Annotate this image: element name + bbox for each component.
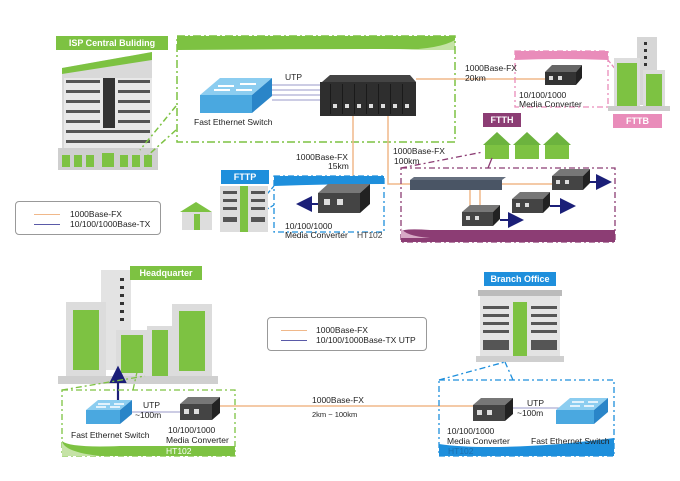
fttp-converter-model: HT102 <box>357 230 383 240</box>
isp-central-building-tag: ISP Central Buliding <box>56 36 168 50</box>
legend-fiber-swatch <box>34 214 60 215</box>
bottom-link-distance: 2km ~ 100km <box>312 410 358 419</box>
fttb-converter-line1: 10/100/1000 <box>519 90 567 100</box>
utp-lines <box>272 84 320 101</box>
fttb-tag: FTTB <box>613 114 662 128</box>
branch-office-tag: Branch Office <box>484 272 556 286</box>
isp-switch-icon <box>200 78 272 113</box>
branch-office-building-icon <box>476 290 564 362</box>
branch-box <box>438 361 615 457</box>
branch-converter-line1: 10/100/1000 <box>447 426 495 436</box>
legend-utp-swatch <box>34 224 60 225</box>
legend-fiber-label: 1000Base-FX <box>316 325 368 335</box>
isp-building-icon <box>58 52 158 170</box>
ftth-link-type: 1000Base-FX <box>393 146 445 156</box>
fttp-converter-line1: 10/100/1000 <box>285 221 333 231</box>
ftth-houses-icon <box>483 132 571 159</box>
fttb-box <box>514 50 621 108</box>
fttb-link-type: 1000Base-FX <box>465 63 517 73</box>
legend-utp-swatch <box>281 340 307 341</box>
isp-utp-label: UTP <box>285 72 302 82</box>
fttp-tag: FTTP <box>221 170 269 184</box>
fttp-converter-line2: Media Converter <box>285 230 348 240</box>
fttp-link-type: 1000Base-FX <box>296 152 348 162</box>
legend-fiber-swatch <box>281 330 307 331</box>
hq-converter-model: HT102 <box>166 446 192 456</box>
ftth-switch-icon <box>410 177 506 190</box>
branch-utp-distance: ~100m <box>517 408 544 418</box>
legend-bottom: 1000Base-FX 10/100/1000Base-TX UTP <box>267 317 427 351</box>
ftth-box <box>400 151 616 243</box>
ftth-tag: FTTH <box>483 113 521 127</box>
hq-converter-icon <box>180 397 220 420</box>
headquarter-tag: Headquarter <box>130 266 202 280</box>
branch-switch-icon <box>556 398 608 424</box>
isp-detail-box <box>139 35 456 159</box>
fttp-building-icon <box>180 186 268 232</box>
headquarter-building-icon <box>58 270 218 384</box>
branch-switch-label: Fast Ethernet Switch <box>531 436 610 446</box>
hq-converter-line1: 10/100/1000 <box>168 425 216 435</box>
hq-box <box>61 371 236 457</box>
branch-utp-label: UTP <box>527 398 544 408</box>
hq-converter-line2: Media Converter <box>166 435 229 445</box>
branch-converter-line2: Media Converter <box>447 436 510 446</box>
hq-switch-icon <box>86 400 132 424</box>
fttp-converter-icon <box>318 184 370 213</box>
branch-converter-icon <box>473 398 513 421</box>
legend-utp-label: 10/100/1000Base-TX UTP <box>316 335 416 345</box>
media-converter-chassis-icon <box>320 75 416 116</box>
hq-switch-label: Fast Ethernet Switch <box>71 430 150 440</box>
fttb-converter-icon <box>545 65 582 85</box>
fttb-building-icon <box>608 37 670 111</box>
fttb-link-distance: 20km <box>465 73 486 83</box>
legend-utp-label: 10/100/1000Base-TX <box>70 219 151 229</box>
isp-switch-label: Fast Ethernet Switch <box>194 117 273 127</box>
branch-converter-model: HT102 <box>448 446 474 456</box>
bottom-link-type: 1000Base-FX <box>312 395 364 405</box>
fttb-converter-line2: Media Converter <box>519 99 582 109</box>
legend-top: 1000Base-FX 10/100/1000Base-TX <box>15 201 161 235</box>
fttp-link-distance: 15km <box>328 161 349 171</box>
hq-utp-distance: ~100m <box>135 410 162 420</box>
legend-fiber-label: 1000Base-FX <box>70 209 122 219</box>
ftth-link-distance: 100km <box>394 156 420 166</box>
ftth-arrows <box>500 174 612 228</box>
hq-utp-label: UTP <box>143 400 160 410</box>
ftth-converter-icons <box>462 169 590 226</box>
